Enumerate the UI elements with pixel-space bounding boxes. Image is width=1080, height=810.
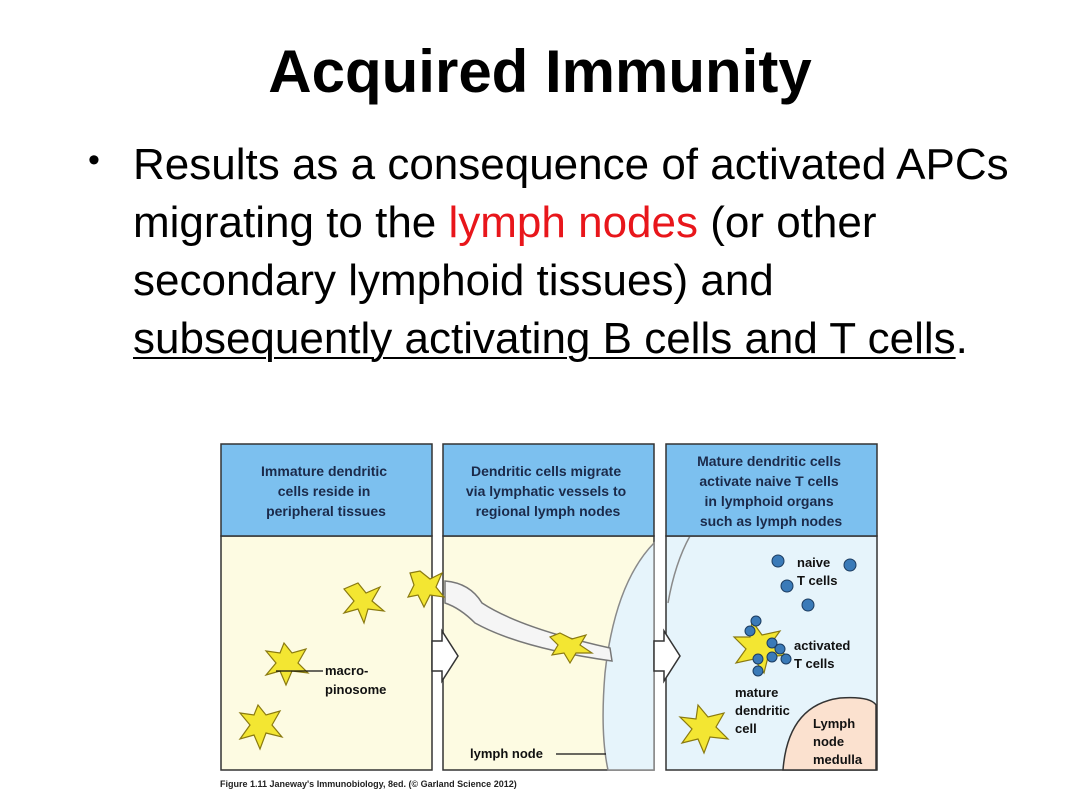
panel2-head-line3: regional lymph nodes	[476, 503, 621, 519]
arrow-right-icon	[431, 628, 459, 684]
activated-t-cell-icon	[744, 615, 792, 677]
bullet-underlined: subsequently activating B cells and T ce…	[133, 314, 956, 363]
label-mature-3: cell	[735, 721, 757, 736]
naive-t-cell-icon	[771, 554, 857, 612]
panel1-head-line2: cells reside in	[278, 483, 371, 499]
label-macropinosome-2: pinosome	[325, 682, 386, 697]
slide-title: Acquired Immunity	[268, 38, 812, 105]
dendritic-cell-icon	[238, 703, 284, 751]
label-medulla-1: Lymph	[813, 716, 855, 731]
bullet-icon: •	[88, 141, 100, 179]
panel3-head-line3: in lymphoid organs	[704, 493, 833, 509]
label-macropinosome-1: macro-	[325, 663, 368, 678]
bullet-part2: (or other secondary lymphoid tissues) an…	[133, 198, 877, 305]
bullet-end: .	[955, 314, 968, 363]
dendritic-cell-icon	[548, 632, 594, 665]
panel2-header	[442, 443, 655, 537]
label-mature-2: dendritic	[735, 703, 790, 718]
dendritic-cell-icon	[264, 641, 310, 687]
label-activated-1: activated	[794, 638, 850, 653]
panel2-head-line1: Dendritic cells migrate	[471, 463, 621, 479]
bullet-part1: Results as a consequence of activated AP…	[133, 140, 1009, 247]
panel1-head-line3: peripheral tissues	[266, 503, 386, 519]
svg-text:Dendritic cells migrate vi: Dendritic cells migrate via lymphatic ve…	[466, 463, 630, 519]
bullet-text: Results as a consequence of activated AP…	[133, 136, 1013, 368]
panel3-head-line4: such as lymph nodes	[700, 513, 843, 529]
bullet-highlight: lymph nodes	[448, 198, 698, 247]
figure-caption: Figure 1.11 Janeway's Immunobiology, 8ed…	[220, 779, 517, 789]
dendritic-cell-figure: Immature dendritic cells reside in perip…	[220, 443, 878, 771]
panel3-node-edge	[667, 535, 691, 604]
panel3-head-line2: activate naive T cells	[699, 473, 839, 489]
label-activated-2: T cells	[794, 656, 834, 671]
panel3-header	[665, 443, 878, 537]
dendritic-cell-icon	[732, 619, 788, 675]
panel2-head-line2: via lymphatic vessels to	[466, 483, 626, 499]
label-naive-2: T cells	[797, 573, 837, 588]
svg-text:macro-pinosome: macro-pinosome	[325, 663, 386, 697]
dendritic-cell-icon	[342, 582, 386, 625]
panel3-head-line1: Mature dendritic cells	[697, 453, 841, 469]
label-medulla-2: node	[813, 734, 844, 749]
panel1-header	[220, 443, 433, 537]
dendritic-cell-icon	[678, 703, 730, 755]
dendritic-cell-icon	[406, 570, 446, 609]
label-medulla-3: medulla	[813, 752, 863, 767]
lymph-node-region	[602, 541, 655, 771]
panel1-head-line1: Immature dendritic	[261, 463, 387, 479]
lymph-node-medulla	[782, 696, 877, 771]
arrow-right-icon	[653, 628, 681, 684]
label-mature-1: mature	[735, 685, 778, 700]
svg-text:Immature dendritic cells r: Immature dendritic cells reside in perip…	[261, 463, 391, 519]
svg-text:Mature dendritic cells act: Mature dendritic cells activate naive T …	[697, 453, 845, 529]
label-naive-1: naive	[797, 555, 830, 570]
label-lymph-node: lymph node	[470, 746, 543, 761]
